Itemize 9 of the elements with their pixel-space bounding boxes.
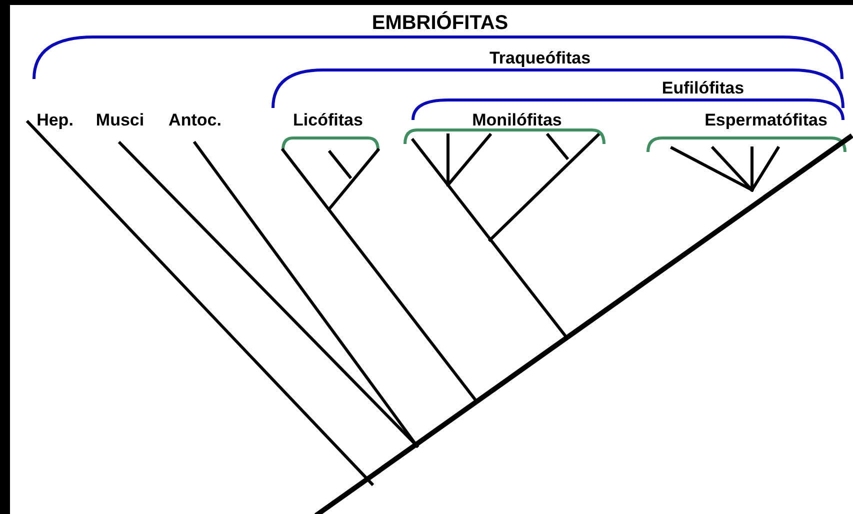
- clade-label: Licófitas: [293, 112, 363, 128]
- clade-label: Musci: [96, 112, 144, 128]
- diagram-title: EMBRIÓFITAS: [372, 13, 508, 33]
- clade-label: Monilófitas: [472, 112, 562, 128]
- clade-label: Traqueófitas: [489, 50, 591, 66]
- clade-label: Eufilófitas: [662, 80, 744, 96]
- clade-label: Antoc.: [168, 112, 222, 128]
- clade-label: Espermatófitas: [704, 112, 828, 128]
- clade-label: Hep.: [36, 112, 74, 128]
